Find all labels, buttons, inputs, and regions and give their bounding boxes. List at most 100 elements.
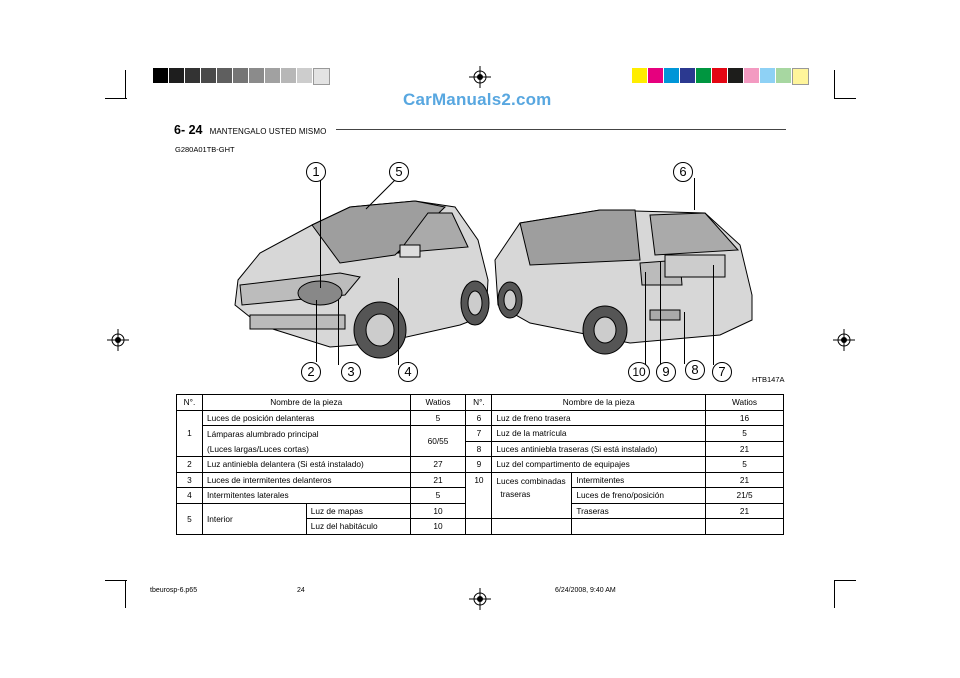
bulb-spec-table: N°. Nombre de la pieza Watios N°. Nombre… <box>176 394 784 535</box>
cell-no: 10 <box>465 471 493 519</box>
figure-code: G280A01TB-GHT <box>175 145 235 154</box>
cell-no: 3 <box>176 471 203 488</box>
color-swatch <box>153 68 168 83</box>
cell-watts: 27 <box>409 456 467 473</box>
cell-watts: 5 <box>409 487 467 504</box>
header-no-right: N°. <box>465 394 493 411</box>
cell-watts: 16 <box>705 409 784 426</box>
cell-watts: 10 <box>409 502 467 519</box>
cell-sub: Luz de mapas <box>305 502 411 519</box>
callout-6: 6 <box>673 162 693 182</box>
table-row: Luz del habitáculo 10 <box>177 518 784 535</box>
cell-name: Luz del compartimento de equipajes <box>491 456 707 473</box>
cell-sub: Luz del habitáculo <box>305 518 411 535</box>
cell-sub: Luces de freno/posición <box>571 487 707 504</box>
cell-name: Luz de freno trasera <box>491 409 707 426</box>
watermark: CarManuals2.com <box>403 90 552 109</box>
cell-name: Luz de la matrícula <box>491 425 707 442</box>
header-name-right: Nombre de la pieza <box>491 394 707 411</box>
cell-name-line: Luces combinadas <box>496 475 566 486</box>
header-watts-right: Watios <box>705 394 784 411</box>
callout-1: 1 <box>306 162 326 182</box>
cell-name-line: traseras <box>500 488 531 499</box>
figure-ref-code: HTB147A <box>752 375 785 384</box>
header-rule <box>336 129 786 130</box>
cell-name: Luces antiniebla traseras (Si está insta… <box>491 440 707 457</box>
header-no: N°. <box>176 394 203 411</box>
cell-name: (Luces largas/Luces cortas) <box>201 441 411 457</box>
callout-2: 2 <box>301 362 321 382</box>
color-swatch <box>648 68 663 83</box>
cell-empty <box>705 518 784 535</box>
cell-no: 9 <box>465 456 493 473</box>
color-swatch <box>792 68 809 85</box>
cell-name: Luces de posición delanteras <box>201 409 411 426</box>
callout-3: 3 <box>341 362 361 382</box>
color-swatch <box>712 68 727 83</box>
callout-5: 5 <box>389 162 409 182</box>
table-row: (Luces largas/Luces cortas) 8 Luces anti… <box>177 440 784 457</box>
color-swatch <box>728 68 743 83</box>
page-header: 6- 24 MANTENGALO USTED MISMO <box>174 123 326 137</box>
cell-watts: 21 <box>409 471 467 488</box>
cell-name: Luz antiniebla delantera (Si está instal… <box>201 456 411 473</box>
cell-sub: Intermitentes <box>571 471 707 488</box>
color-swatch <box>265 68 280 83</box>
cell-watts: 5 <box>705 425 784 442</box>
page-number: 6- 24 <box>174 123 203 137</box>
leader-line-5 <box>365 178 397 210</box>
cell-empty <box>571 518 707 535</box>
header-watts: Watios <box>409 394 467 411</box>
table-row: 3 Luces de intermitentes delanteros 21 1… <box>176 471 784 519</box>
registration-mark-left <box>107 329 129 351</box>
cell-watts: 5 <box>705 456 784 473</box>
footer-page: 24 <box>297 587 305 594</box>
cell-no: 5 <box>176 502 203 535</box>
color-swatch <box>233 68 248 83</box>
cell-watts: 21 <box>705 502 784 519</box>
cell-watts: 21/5 <box>705 487 784 504</box>
color-swatch <box>760 68 775 83</box>
cell-watts: 10 <box>409 518 467 535</box>
cell-no: 7 <box>465 425 493 442</box>
registration-mark-right <box>833 329 855 351</box>
color-swatch <box>217 68 232 83</box>
cell-name: Interior <box>201 502 307 535</box>
cell-empty <box>491 518 573 535</box>
color-swatch <box>281 68 296 83</box>
rear-car-illustration <box>494 209 753 355</box>
cell-sub: Traseras <box>571 502 707 519</box>
cell-no: 6 <box>465 409 493 426</box>
color-swatch <box>169 68 184 83</box>
table-row: 1 Luces de posición delanteras 5 6 Luz d… <box>176 409 784 457</box>
color-swatch <box>249 68 264 83</box>
color-swatch <box>297 68 312 83</box>
cell-no: 8 <box>465 440 493 457</box>
color-swatch <box>664 68 679 83</box>
table-row: 2 Luz antiniebla delantera (Si está inst… <box>176 456 784 473</box>
cell-no: 1 <box>176 409 203 457</box>
color-swatch <box>185 68 200 83</box>
section-title: MANTENGALO USTED MISMO <box>209 127 327 136</box>
cell-name: Intermitentes laterales <box>201 487 411 504</box>
color-swatch <box>680 68 695 83</box>
color-swatch <box>313 68 330 85</box>
callout-7: 7 <box>712 362 732 382</box>
table-header-row: N°. Nombre de la pieza Watios N°. Nombre… <box>176 394 784 411</box>
color-swatch <box>201 68 216 83</box>
cell-name: Luces combinadas traseras <box>491 471 573 519</box>
cell-watts: 60/55 <box>409 425 467 457</box>
cell-no: 2 <box>176 456 203 473</box>
callout-9: 9 <box>656 362 676 382</box>
cell-name: Luces de intermitentes delanteros <box>201 471 411 488</box>
footer-date: 6/24/2008, 9:40 AM <box>555 587 616 594</box>
registration-mark-top <box>469 66 491 88</box>
callout-10: 10 <box>628 362 650 382</box>
cell-empty <box>465 518 493 535</box>
callout-4: 4 <box>398 362 418 382</box>
callout-8: 8 <box>685 360 705 380</box>
cell-no: 4 <box>176 487 203 504</box>
color-swatch <box>632 68 647 83</box>
table-row: Lámparas alumbrado principal 60/55 7 Luz… <box>177 425 784 457</box>
table-row: 5 Interior Luz de mapas 10 Traseras 21 <box>176 502 784 535</box>
